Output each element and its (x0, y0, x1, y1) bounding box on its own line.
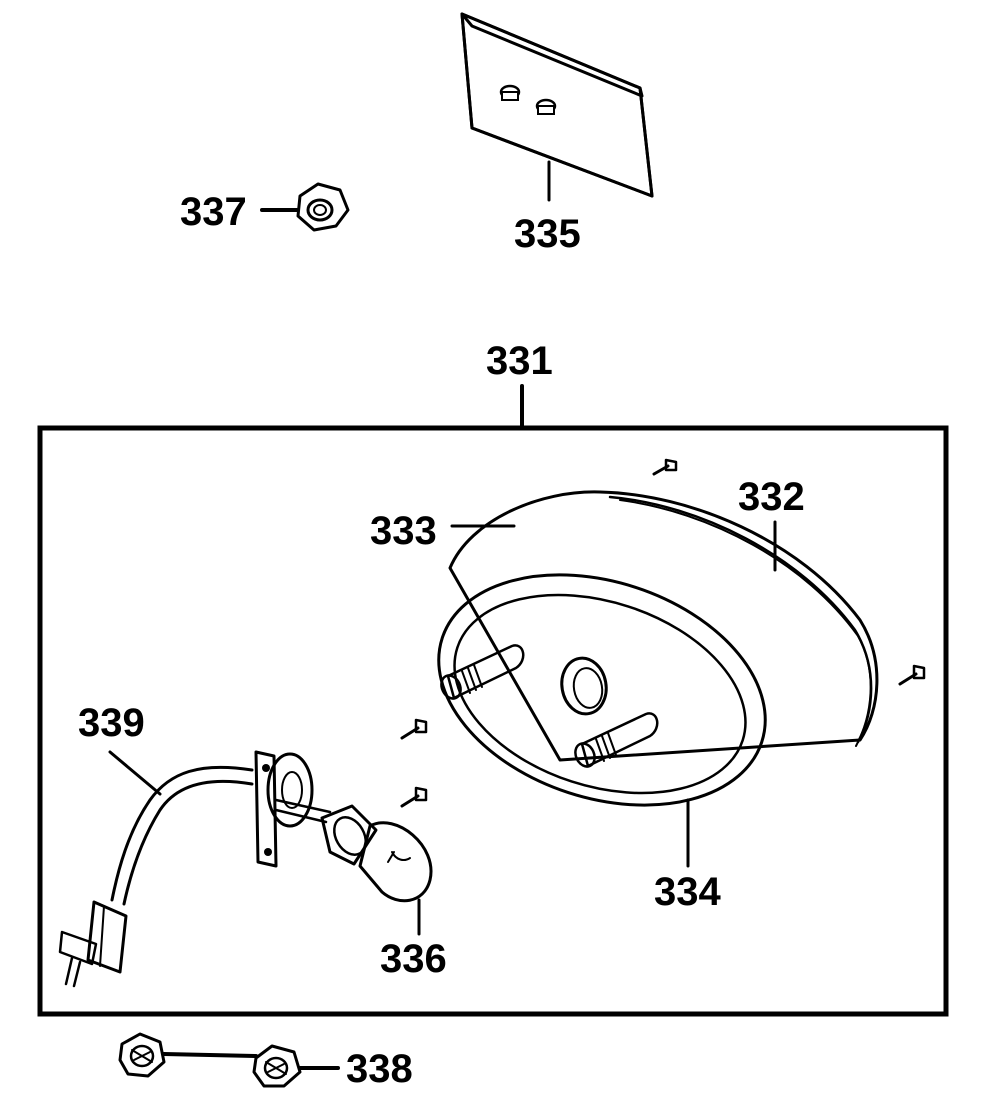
leader-339 (108, 750, 162, 796)
screw-right (898, 664, 926, 686)
assembly-box-331 (37, 425, 949, 1017)
socket-bracket (254, 750, 332, 868)
callout-337: 337 (180, 190, 247, 234)
leader-338a (162, 1052, 258, 1058)
callout-334: 334 (654, 870, 721, 914)
screw-low (400, 786, 428, 808)
bulb-part-336 (320, 804, 433, 903)
callout-338: 338 (346, 1047, 413, 1091)
stud-left (440, 644, 525, 700)
wire-harness-339 (58, 765, 254, 988)
nut-part-337 (296, 182, 350, 232)
lamp-housing (437, 490, 879, 807)
nut-part-338-right (252, 1044, 302, 1088)
screw-top (652, 458, 678, 476)
screw-mid (400, 718, 428, 740)
plate-part-335 (460, 12, 654, 198)
callout-339: 339 (78, 701, 145, 745)
callout-335: 335 (514, 212, 581, 256)
callout-331: 331 (486, 339, 553, 383)
callout-333: 333 (370, 509, 437, 553)
stud-right (574, 712, 659, 768)
nut-part-338-left (118, 1032, 166, 1078)
callout-332: 332 (738, 475, 805, 519)
callout-336: 336 (380, 937, 447, 981)
